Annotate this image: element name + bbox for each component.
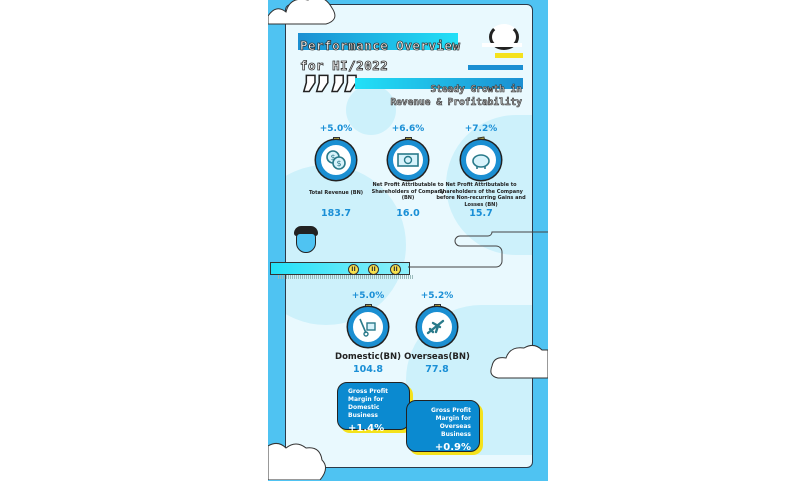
yellow-bar	[495, 53, 523, 58]
page-title-line1: Performance Overview	[300, 38, 461, 54]
metric-net-profit-adjusted: +7.2% Net Profit Attributable to Shareho…	[436, 124, 525, 219]
bubble-label: Gross Profit Margin for Domestic Busines…	[348, 388, 389, 419]
subtitle-line1: Steady Growth in	[430, 84, 522, 96]
blue-bar	[468, 65, 523, 70]
coins-icon: $$	[316, 140, 356, 180]
metric-value: 16.0	[396, 208, 420, 219]
logo	[482, 24, 522, 52]
bg-blob	[346, 85, 396, 135]
metric-label: Net Profit Attributable to Shareholders …	[436, 182, 526, 208]
quote-mark: ”	[298, 66, 334, 126]
quote-icon: ””	[298, 69, 362, 123]
subtitle-highlight	[355, 78, 523, 89]
metric-total-revenue: +5.0% $$ Total Revenue (BN) 183.7	[296, 124, 376, 219]
metric-overseas: +5.2% Overseas(BN) 77.8	[397, 291, 477, 375]
metric-value: 15.7	[469, 208, 493, 219]
hand-truck-icon	[348, 307, 388, 347]
svg-text:$: $	[336, 159, 341, 168]
metric-domestic: +5.0% Domestic(BN) 104.8	[328, 291, 408, 375]
overseas-margin-bubble: Gross Profit Margin for Overseas Busines…	[406, 400, 480, 453]
metric-change: +5.2%	[420, 291, 454, 301]
metric-value: 183.7	[320, 208, 352, 219]
cloud-icon	[268, 442, 326, 480]
bubble-label: Gross Profit Margin for Overseas Busines…	[430, 407, 471, 438]
bubble-value: +0.9%	[434, 442, 471, 453]
piggy-bank-icon	[461, 140, 501, 180]
metric-label: Total Revenue (BN)	[308, 190, 364, 196]
character-hair	[294, 226, 318, 236]
character-icon	[296, 233, 316, 253]
title-highlight	[298, 33, 458, 50]
metric-label: Domestic(BN)	[335, 352, 401, 362]
domestic-margin-bubble: Gross Profit Margin for Domestic Busines…	[337, 382, 410, 434]
page-title-line2: for HI/2022	[300, 58, 389, 74]
metric-label: Net Profit Attributable to Shareholders …	[371, 182, 445, 201]
metric-change: +6.6%	[391, 124, 425, 134]
metric-label: Overseas(BN)	[404, 352, 470, 362]
metric-value: 104.8	[352, 364, 384, 375]
metric-change: +5.0%	[319, 124, 353, 134]
infographic: Performance Overview for HI/2022 ”” Stea…	[268, 0, 548, 481]
metric-change: +7.2%	[464, 124, 498, 134]
bubble-value: +1.4%	[348, 423, 385, 434]
conveyor-shadow	[278, 275, 413, 279]
metric-value: 77.8	[425, 364, 449, 375]
quote-mark: ”	[326, 66, 362, 126]
cable-line	[408, 231, 548, 268]
cloud-icon	[268, 0, 336, 25]
banknote-icon	[388, 140, 428, 180]
svg-text:$: $	[330, 153, 335, 162]
airplane-icon	[417, 307, 457, 347]
coin-icon: II	[390, 264, 401, 275]
coin-icon: II	[368, 264, 379, 275]
metric-change: +5.0%	[351, 291, 385, 301]
cloud-icon	[490, 344, 548, 379]
subtitle-line2: Revenue & Profitability	[390, 97, 522, 109]
conveyor-belt	[270, 262, 410, 275]
metric-net-profit: +6.6% Net Profit Attributable to Shareho…	[368, 124, 448, 219]
coin-icon: II	[348, 264, 359, 275]
